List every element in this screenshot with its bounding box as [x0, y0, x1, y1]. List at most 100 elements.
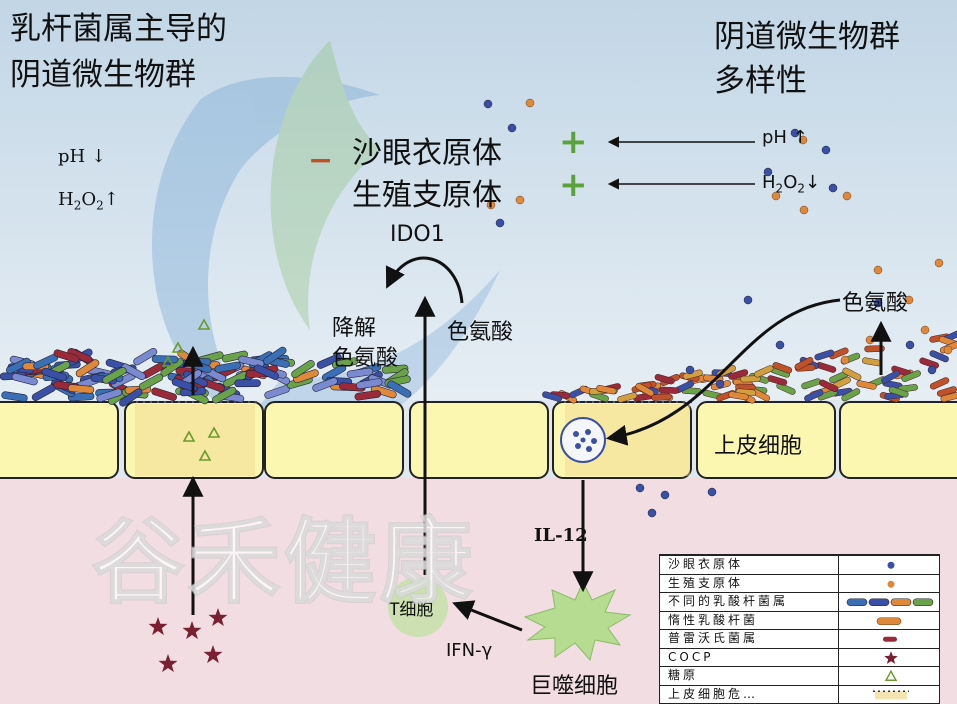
chlamydia-dot — [715, 379, 725, 389]
mycoplasma-dot — [943, 345, 953, 355]
title-left-line1: 乳杆菌属主导的 — [10, 11, 227, 47]
chlamydia-dot — [685, 365, 695, 375]
bacterium-rod — [651, 393, 672, 401]
tryptophan-mid: 色氨酸 — [447, 320, 514, 345]
tcell-label: T细胞 — [389, 600, 434, 620]
bacterium-rod — [804, 389, 824, 402]
h2o2-left-arrow: ↑ — [103, 189, 119, 210]
cocp-star — [203, 645, 223, 664]
bacterium-rod — [354, 390, 381, 401]
mycoplasma-label: 生殖支原体 — [352, 178, 502, 213]
bacterium-rod — [346, 367, 374, 379]
mycoplasma-dot — [771, 191, 781, 201]
bacterium-rod — [263, 346, 287, 365]
bacterium-rod — [234, 379, 261, 388]
chlamydia-dot — [635, 483, 645, 493]
arrow-ido1-curve — [385, 256, 464, 304]
h2o2-right-sub2: 2 — [797, 181, 805, 196]
cocp-star — [208, 608, 228, 627]
bacterium-rod — [171, 378, 198, 392]
cocp-star — [148, 617, 168, 636]
minus-sign: − — [308, 143, 334, 178]
bacterium-rod — [901, 370, 921, 382]
legend-orange-dot — [887, 580, 895, 588]
bacterium-rod — [11, 373, 38, 386]
chlamydia-dot — [483, 99, 493, 109]
legend-shade — [875, 690, 907, 699]
glycogen-triangle — [161, 355, 175, 367]
glycogen-triangle — [197, 318, 211, 330]
macrophage — [523, 580, 632, 662]
bacterium-rod — [654, 373, 675, 385]
title-right-line1: 阴道微生物群 — [714, 19, 900, 55]
glycogen-triangles — [161, 318, 221, 461]
degrade-line2: 色氨酸 — [332, 346, 399, 371]
legend-label: 不同的乳酸杆菌属 — [668, 594, 789, 608]
mycoplasma-dot — [525, 98, 535, 108]
mycoplasma-dot — [798, 135, 808, 145]
plus-sign-2: + — [559, 165, 588, 205]
t-cell — [388, 577, 448, 637]
bacterium-rod — [819, 379, 839, 393]
legend-symbol-triangle — [884, 669, 898, 681]
h2o2-left-h: H — [58, 189, 74, 210]
bacterium-rod — [856, 380, 877, 390]
bacterium-rod — [888, 386, 909, 398]
ph-left: pH ↓ — [58, 146, 107, 167]
bacterium-rod — [312, 377, 338, 392]
bacterium-rod — [238, 355, 265, 368]
epithelial-cell — [0, 401, 119, 479]
bacterium-rod — [119, 388, 143, 407]
bacterium-rod — [842, 367, 862, 381]
bacterium-rod — [291, 359, 315, 378]
chlamydia-dot — [495, 218, 505, 228]
arrow-ifn — [452, 600, 523, 632]
arrow-tryptophan-to-cell — [605, 298, 841, 446]
macrophage-label: 巨噬细胞 — [530, 674, 619, 699]
legend-symbol-orange-dot — [887, 580, 895, 588]
bacterium-rod — [96, 388, 123, 403]
bacterium-rod — [6, 357, 31, 374]
pathogen-dots — [483, 98, 953, 518]
legend-row: 沙眼衣原体 — [660, 555, 939, 574]
chlamydia-dot — [763, 167, 773, 177]
legend-red-rod — [883, 636, 897, 642]
bacterium-rod — [728, 391, 749, 401]
bacterium-rod — [929, 350, 949, 363]
h2o2-right-o: O — [783, 172, 798, 193]
lumen-background — [0, 0, 957, 400]
bacterium-rod — [1, 391, 28, 402]
bacterium-rod — [133, 347, 158, 366]
epithelial-cell — [696, 401, 836, 479]
watermark-logo — [152, 40, 500, 444]
legend-label: 沙眼衣原体 — [668, 557, 744, 571]
mycoplasma-dot — [904, 295, 914, 305]
legend-symbol-orange-rod — [876, 616, 902, 625]
legend-row: 不同的乳酸杆菌属 — [660, 592, 939, 611]
bacterium-rod — [356, 378, 383, 390]
legend-rod — [890, 598, 912, 607]
il12-label: IL-12 — [534, 525, 588, 546]
glycogen-triangle — [182, 430, 196, 442]
plus-sign-1: + — [559, 122, 588, 162]
bacterium-rod — [772, 362, 793, 374]
bacterium-rod — [919, 357, 940, 369]
cocp-star — [182, 621, 202, 640]
cocp-stars — [148, 608, 228, 673]
bacterium-rod — [102, 367, 127, 384]
bacterium-rod — [817, 389, 838, 401]
bacterium-rod — [767, 375, 788, 386]
bacterium-rod — [814, 349, 835, 361]
h2o2-right-arrow: ↓ — [805, 172, 821, 193]
chlamydia-dot — [507, 123, 517, 133]
bacterium-rod — [293, 369, 319, 384]
legend-symbol-multi-rods — [846, 598, 934, 607]
chlamydia-dot — [828, 183, 838, 193]
mycoplasma-dot — [840, 355, 850, 365]
epithelial-cell — [409, 401, 549, 479]
chlamydia-dot — [660, 490, 670, 500]
bacteria-layer — [0, 330, 957, 407]
bacterium-rod — [387, 380, 412, 398]
bacterium-rod — [841, 388, 861, 402]
legend-symbol-dotted-line — [873, 690, 909, 699]
